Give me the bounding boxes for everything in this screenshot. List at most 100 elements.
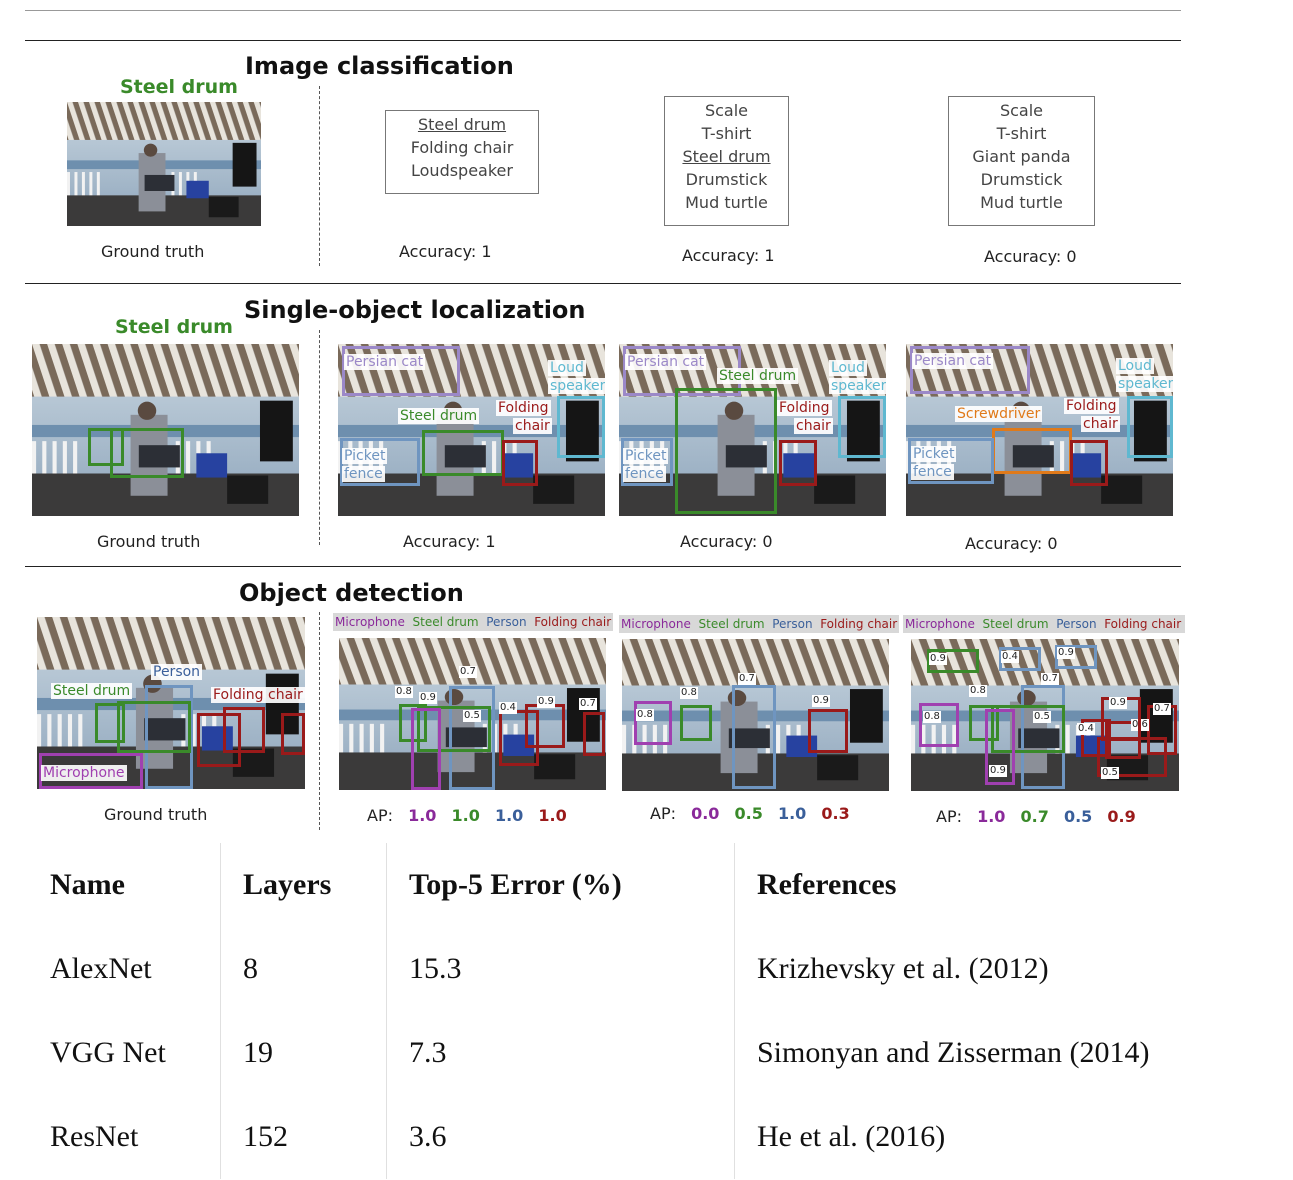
box-steel-drum (422, 430, 504, 476)
box-steel-drum (991, 705, 1065, 753)
cell-layers: 8 (220, 927, 387, 1011)
column-header-references: References (734, 843, 1177, 927)
box-label: chair (1081, 416, 1120, 432)
box-steel-drum (927, 649, 979, 673)
ap-folding-chair: 0.9 (1107, 807, 1136, 826)
legend-microphone: Microphone (621, 617, 691, 631)
box-label: Screwdriver (955, 406, 1043, 422)
ap-person: 1.0 (777, 804, 807, 823)
accuracy-label: Accuracy: 0 (680, 532, 773, 551)
accuracy-label: Accuracy: 0 (965, 534, 1058, 553)
prediction-item: Drumstick (685, 170, 768, 189)
box-loudspeaker (838, 396, 886, 458)
ap-label: AP: (936, 807, 962, 826)
box-steel-drum (417, 706, 491, 752)
legend-folding-chair: Folding chair (534, 615, 612, 629)
box-label: speaker (548, 378, 605, 394)
prediction-box: Steel drum Folding chair Loudspeaker (385, 110, 539, 194)
box-person (145, 685, 193, 789)
box-microphone (39, 753, 143, 789)
column-header-layers: Layers (220, 843, 387, 927)
gt-box-steel-drum (88, 428, 124, 466)
cell-error: 3.6 (386, 1095, 735, 1179)
box-label: Folding chair (211, 687, 305, 703)
box-microphone (919, 703, 959, 747)
box-label: Microphone (41, 765, 127, 781)
cell-layers: 19 (220, 1011, 387, 1095)
score-label: 0.5 (1101, 767, 1119, 779)
box-folding-chair (499, 710, 539, 766)
box-folding-chair (779, 440, 817, 486)
box-label: Persian cat (912, 353, 994, 369)
score-label: 0.9 (419, 692, 437, 704)
legend-folding-chair: Folding chair (1104, 617, 1182, 631)
ap-microphone: 0.0 (691, 804, 720, 823)
prediction-item: Giant panda (972, 147, 1071, 166)
detection-photo: 0.9 0.4 0.9 0.7 0.8 0.8 0.5 0.9 0.7 0.4 … (911, 639, 1179, 791)
box-label: speaker (1116, 376, 1173, 392)
detection-photo: 0.7 0.8 0.9 0.5 0.4 0.9 0.7 (339, 638, 606, 790)
box-folding-chair (525, 704, 565, 748)
ap-scores: AP: 0.0 0.5 1.0 0.3 (650, 804, 850, 823)
score-label: 0.9 (537, 696, 555, 708)
dashed-separator (319, 86, 320, 266)
prediction-item: T-shirt (701, 124, 752, 143)
legend-person: Person (772, 617, 813, 631)
accuracy-label: Accuracy: 1 (403, 532, 496, 551)
box-screwdriver (992, 428, 1072, 474)
table-header-row: Name Layers Top-5 Error (%) References (28, 843, 1177, 927)
box-label: Steel drum (717, 368, 799, 384)
prediction-item: Steel drum (417, 115, 507, 134)
accuracy-label: Accuracy: 1 (399, 242, 492, 261)
ground-truth-caption: Ground truth (97, 532, 201, 551)
box-label: Loud (1116, 358, 1154, 374)
prediction-item: Scale (704, 101, 749, 120)
box-picket-fence (908, 438, 994, 484)
box-label: Persian cat (625, 354, 707, 370)
score-label: 0.7 (459, 666, 477, 678)
box-folding-chair (1097, 737, 1167, 777)
box-label: Folding (1064, 398, 1119, 414)
ground-truth-caption: Ground truth (101, 242, 205, 261)
legend-steel-drum: Steel drum (698, 617, 765, 631)
score-label: 0.5 (463, 710, 481, 722)
legend-person: Person (486, 615, 527, 629)
prediction-box: Scale T-shirt Steel drum Drumstick Mud t… (664, 96, 789, 226)
box-microphone (985, 709, 1015, 785)
box-microphone (411, 708, 441, 790)
box-persian-cat (910, 346, 1030, 394)
score-label: 0.7 (738, 673, 756, 685)
box-label: Picket (911, 446, 957, 462)
legend-steel-drum: Steel drum (982, 617, 1049, 631)
column-header-error: Top-5 Error (%) (386, 843, 735, 927)
ap-person: 1.0 (494, 806, 524, 825)
detection-legend: Microphone Steel drum Person Folding cha… (619, 615, 899, 633)
prediction-item: Scale (999, 101, 1044, 120)
box-label: Persian cat (344, 354, 426, 370)
score-label: 0.8 (969, 685, 987, 697)
dashed-separator (319, 612, 320, 830)
legend-microphone: Microphone (905, 617, 975, 631)
score-label: 0.7 (579, 698, 597, 710)
box-label: chair (513, 418, 552, 434)
box-label: Steel drum (398, 408, 480, 424)
localization-photo: Persian cat Loud speaker Steel drum Fold… (338, 344, 605, 516)
prediction-item: Drumstick (980, 170, 1063, 189)
box-folding-chair (502, 440, 538, 486)
box-label: Loud (548, 360, 586, 376)
box-steel-drum (675, 388, 777, 514)
ap-folding-chair: 1.0 (538, 806, 567, 825)
box-label: Picket (342, 448, 388, 464)
box-label: speaker (829, 378, 886, 394)
legend-person: Person (1056, 617, 1097, 631)
box-folding-chair (197, 713, 241, 767)
section-divider (25, 283, 1181, 284)
score-label: 0.9 (929, 653, 947, 665)
score-label: 0.4 (1077, 723, 1095, 735)
cell-name: VGG Net (50, 1036, 166, 1069)
detection-photo: 0.7 0.8 0.8 0.9 (622, 639, 889, 791)
prediction-item: Steel drum (682, 147, 771, 166)
table-row: VGG Net 19 7.3 Simonyan and Zisserman (2… (28, 1011, 1177, 1095)
box-label: Picket (623, 448, 669, 464)
score-label: 0.9 (1057, 647, 1075, 659)
